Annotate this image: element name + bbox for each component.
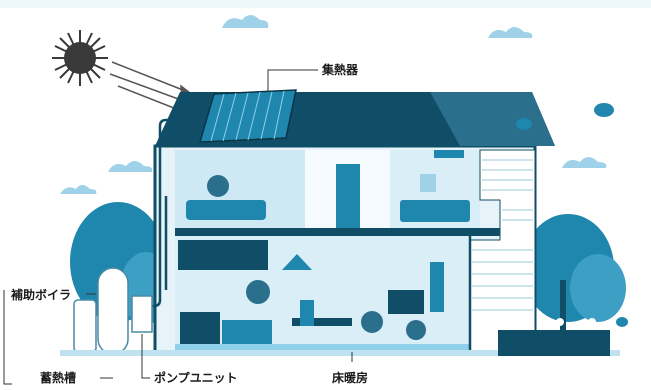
sun-icon xyxy=(52,30,108,86)
cloud-left xyxy=(108,161,153,172)
label-collector: 集熱器 xyxy=(322,63,359,77)
kitchen-counter xyxy=(222,320,272,344)
floor-lamp xyxy=(430,262,444,312)
child-person xyxy=(361,311,383,333)
flower-planter xyxy=(498,318,610,356)
bird-icon xyxy=(594,103,614,117)
clouds xyxy=(60,15,607,194)
label-pump-unit: ポンプユニット xyxy=(154,371,238,385)
aux-boiler xyxy=(73,299,97,353)
solar-collector xyxy=(198,89,297,143)
cook-person xyxy=(246,280,270,304)
storage-tank xyxy=(97,267,129,355)
air-conditioner xyxy=(434,150,464,158)
television xyxy=(388,290,424,314)
label-storage-tank: 蓄熱槽 xyxy=(40,371,77,385)
label-aux-boiler: 補助ボイラ xyxy=(11,288,72,302)
leader-pump xyxy=(141,334,150,379)
cloud-left-low xyxy=(60,185,97,194)
bird-icon-2 xyxy=(516,118,532,130)
cloud-top xyxy=(222,15,269,28)
kitchen-cabinets xyxy=(178,240,268,270)
leader-collector xyxy=(267,69,318,92)
ceiling-lamp xyxy=(282,254,312,270)
child-person-2 xyxy=(406,320,426,340)
cloud-right-top xyxy=(488,27,533,38)
leader-aux-boiler xyxy=(3,290,12,385)
cloud-right xyxy=(562,157,607,168)
leader-lines xyxy=(3,69,353,385)
dining-table xyxy=(292,318,352,326)
bathtub xyxy=(186,200,266,220)
top-band xyxy=(0,0,651,8)
ground xyxy=(60,350,620,356)
bed xyxy=(400,200,470,222)
right-trees xyxy=(522,214,626,340)
floor-heating-pipes xyxy=(175,344,470,350)
pump-unit xyxy=(131,295,153,333)
door xyxy=(336,164,360,228)
roof-right xyxy=(430,92,555,146)
bathing-person xyxy=(207,175,229,197)
stove xyxy=(180,312,220,344)
lamp xyxy=(420,174,436,192)
floor-slab xyxy=(175,228,535,236)
bird-icon-3 xyxy=(616,317,628,327)
chair xyxy=(300,300,314,326)
label-floor-heating: 床暖房 xyxy=(332,371,369,385)
birds xyxy=(516,103,628,327)
